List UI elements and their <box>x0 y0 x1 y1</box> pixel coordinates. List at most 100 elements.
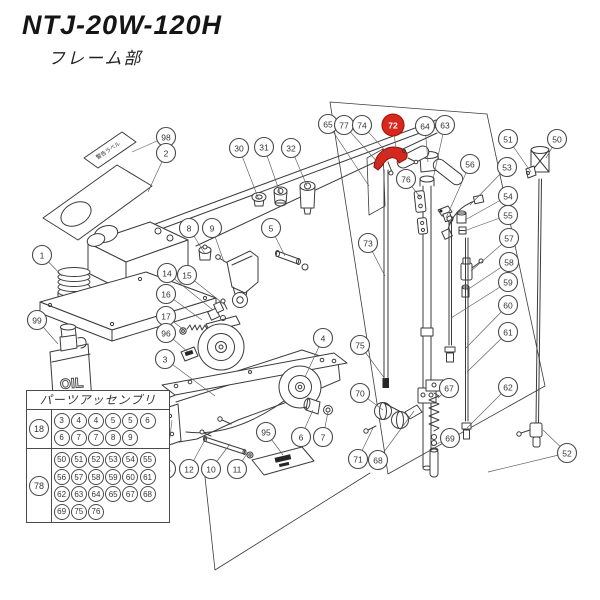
callout-52[interactable] <box>556 442 578 464</box>
callout-leader-3 <box>164 358 216 397</box>
part-number: 57 <box>70 469 87 486</box>
bushing-parts <box>251 181 316 215</box>
callout-number-77: 77 <box>339 121 349 131</box>
callout-number-12: 12 <box>184 465 194 475</box>
callout-69[interactable] <box>439 427 461 449</box>
callout-64[interactable] <box>414 115 436 137</box>
callout-number-6: 6 <box>299 433 304 443</box>
callout-10[interactable] <box>200 458 222 480</box>
callout-3[interactable] <box>154 348 176 370</box>
callout-6[interactable] <box>290 426 312 448</box>
part-number: 7 <box>87 429 104 446</box>
callout-number-8: 8 <box>187 224 192 234</box>
assembly-group-cell: 18 <box>27 410 52 449</box>
callout-31[interactable] <box>253 136 275 158</box>
part-number: 50 <box>53 451 70 468</box>
callout-76[interactable] <box>395 168 417 190</box>
callout-number-17: 17 <box>161 312 171 322</box>
callout-11[interactable] <box>226 458 248 480</box>
callout-2[interactable] <box>155 142 177 164</box>
callout-73[interactable] <box>357 232 379 254</box>
callout-number-52: 52 <box>562 449 572 459</box>
handle-column <box>396 145 464 471</box>
part-number: 64 <box>87 486 104 503</box>
pump-rod <box>382 169 389 388</box>
callout-62[interactable] <box>497 376 519 398</box>
part-number: 63 <box>70 486 87 503</box>
callout-51[interactable] <box>497 128 519 150</box>
callout-number-68: 68 <box>373 456 383 466</box>
callout-number-99: 99 <box>32 316 42 326</box>
callout-number-16: 16 <box>161 290 171 300</box>
callout-number-15: 15 <box>182 271 192 281</box>
front-caster-wheel <box>197 315 245 371</box>
callout-56[interactable] <box>459 153 481 175</box>
callout-number-14: 14 <box>162 269 172 279</box>
callout-9[interactable] <box>201 217 223 239</box>
callout-57[interactable] <box>498 227 520 249</box>
parts-table-title: パーツアッセンブリ <box>27 391 169 410</box>
callout-number-4: 4 <box>321 334 326 344</box>
part-number: 3 <box>53 412 70 429</box>
pin-part <box>275 250 309 271</box>
callout-16[interactable] <box>155 283 177 305</box>
model-number: NTJ-20W-120H <box>22 10 223 40</box>
callout-58[interactable] <box>498 251 520 273</box>
callout-96[interactable] <box>155 322 177 344</box>
part-number: 68 <box>139 486 156 503</box>
callout-number-74: 74 <box>357 121 367 131</box>
callout-number-64: 64 <box>420 122 430 132</box>
part-number: 6 <box>53 429 70 446</box>
callout-4[interactable] <box>312 327 334 349</box>
callout-number-60: 60 <box>503 301 513 311</box>
assembly-number: 78 <box>29 475 49 496</box>
callout-68[interactable] <box>367 449 389 471</box>
callout-1[interactable] <box>31 244 53 266</box>
callout-14[interactable] <box>156 262 178 284</box>
callout-32[interactable] <box>280 137 302 159</box>
callout-layer: 9821993031328951415161796341312101195676… <box>26 113 578 480</box>
callout-63[interactable] <box>434 114 456 136</box>
linkage-rods <box>444 215 472 440</box>
callout-12[interactable] <box>178 458 200 480</box>
part-number: 56 <box>53 469 70 486</box>
callout-67[interactable] <box>438 377 460 399</box>
callout-30[interactable] <box>228 137 250 159</box>
callout-71[interactable] <box>347 448 369 470</box>
caution-label-plate <box>251 446 315 476</box>
hydraulic-fittings <box>437 194 485 298</box>
callout-number-31: 31 <box>259 143 269 153</box>
callout-number-73: 73 <box>363 239 373 249</box>
callout-number-30: 30 <box>234 144 244 154</box>
callout-75[interactable] <box>349 334 371 356</box>
callout-15[interactable] <box>176 264 198 286</box>
callout-55[interactable] <box>497 204 519 226</box>
callout-72-highlighted[interactable] <box>381 113 405 137</box>
callout-number-2: 2 <box>164 149 169 159</box>
callout-53[interactable] <box>496 156 518 178</box>
callout-95[interactable] <box>255 421 277 443</box>
callout-70[interactable] <box>349 382 371 404</box>
callout-59[interactable] <box>497 271 519 293</box>
callout-8[interactable] <box>178 217 200 239</box>
callout-number-58: 58 <box>504 258 514 268</box>
callout-number-76: 76 <box>401 175 411 185</box>
callout-5[interactable] <box>260 217 282 239</box>
callout-number-3: 3 <box>163 355 168 365</box>
callout-number-96: 96 <box>161 329 171 339</box>
callout-61[interactable] <box>497 321 519 343</box>
callout-50[interactable] <box>546 128 568 150</box>
part-number: 60 <box>122 469 139 486</box>
callout-99[interactable] <box>26 309 48 331</box>
callout-number-5: 5 <box>269 224 274 234</box>
callout-60[interactable] <box>497 294 519 316</box>
roller-and-cap <box>303 397 333 415</box>
callout-number-57: 57 <box>504 234 514 244</box>
callout-number-55: 55 <box>503 211 513 221</box>
callout-7[interactable] <box>312 426 334 448</box>
part-number: 59 <box>105 469 122 486</box>
callout-74[interactable] <box>351 114 373 136</box>
